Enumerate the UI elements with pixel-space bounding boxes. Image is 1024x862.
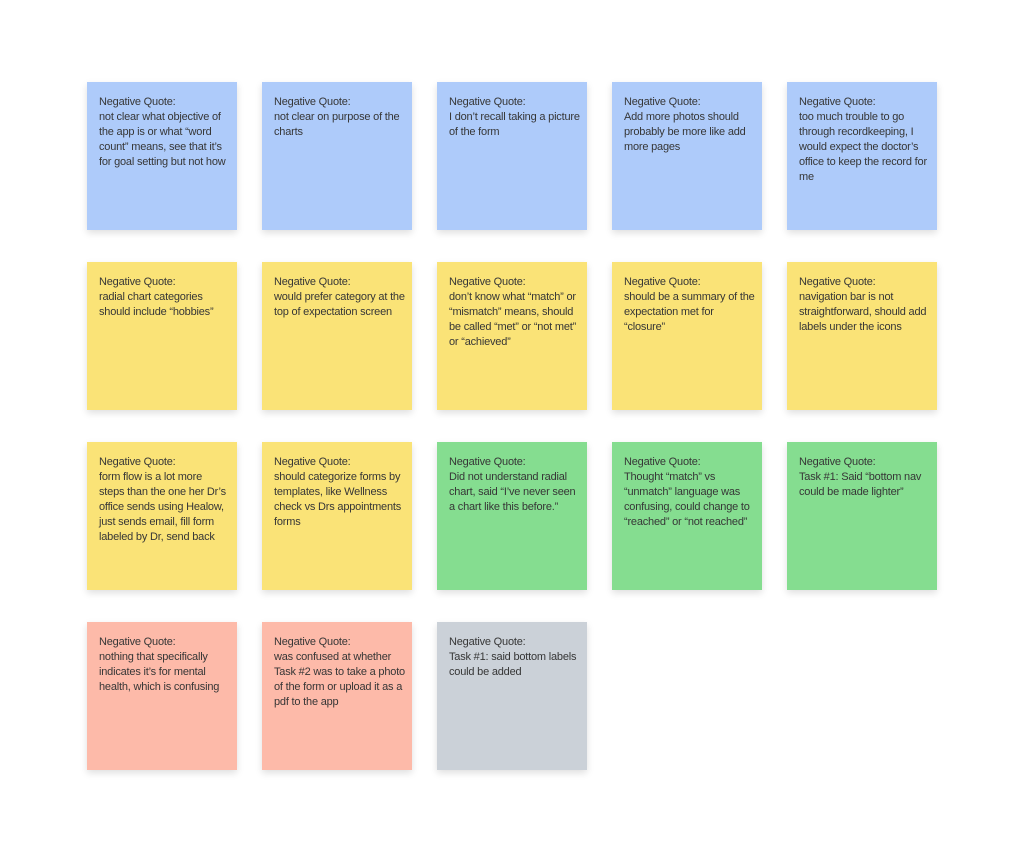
sticky-note[interactable]: Negative Quote: would prefer category at … <box>262 262 412 410</box>
note-title: Negative Quote: <box>799 456 876 468</box>
note-body: not clear on purpose of the charts <box>274 111 400 138</box>
note-body: should be a summary of the expectation m… <box>624 291 755 333</box>
note-title: Negative Quote: <box>99 636 176 648</box>
note-title: Negative Quote: <box>449 276 526 288</box>
note-title: Negative Quote: <box>624 96 701 108</box>
note-body: I don’t recall taking a picture of the f… <box>449 111 580 138</box>
sticky-note[interactable]: Negative Quote: should be a summary of th… <box>612 262 762 410</box>
note-body: Add more photos should probably be more … <box>624 111 746 153</box>
sticky-note[interactable]: Negative Quote: Task #1: Said “bottom nav… <box>787 442 937 590</box>
note-title: Negative Quote: <box>624 456 701 468</box>
note-body: Task #1: said bottom labels could be add… <box>449 651 577 678</box>
note-title: Negative Quote: <box>274 636 351 648</box>
note-body: Did not understand radial chart, said “I… <box>449 471 576 513</box>
note-title: Negative Quote: <box>449 96 526 108</box>
note-title: Negative Quote: <box>99 456 176 468</box>
note-body: radial chart categories should include “… <box>99 291 214 318</box>
note-title: Negative Quote: <box>99 96 176 108</box>
note-body: would prefer category at the top of expe… <box>274 291 405 318</box>
sticky-note[interactable]: Negative Quote: was confused at whether T… <box>262 622 412 770</box>
sticky-note[interactable]: Negative Quote: Thought “match” vs “unmat… <box>612 442 762 590</box>
note-title: Negative Quote: <box>274 96 351 108</box>
sticky-note[interactable]: Negative Quote: don’t know what “match” o… <box>437 262 587 410</box>
sticky-note[interactable]: Negative Quote: navigation bar is not str… <box>787 262 937 410</box>
sticky-note[interactable]: Negative Quote: Did not understand radial… <box>437 442 587 590</box>
note-body: too much trouble to go through recordkee… <box>799 111 927 183</box>
note-body: Task #1: Said “bottom nav could be made … <box>799 471 922 498</box>
note-body: Thought “match” vs “unmatch” language wa… <box>624 471 750 528</box>
note-title: Negative Quote: <box>449 636 526 648</box>
sticky-note[interactable]: Negative Quote: too much trouble to go th… <box>787 82 937 230</box>
note-body: not clear what objective of the app is o… <box>99 111 226 168</box>
sticky-note[interactable]: Negative Quote: nothing that specifically… <box>87 622 237 770</box>
sticky-note[interactable]: Negative Quote: Task #1: said bottom labe… <box>437 622 587 770</box>
note-title: Negative Quote: <box>99 276 176 288</box>
note-body: form flow is a lot more steps than the o… <box>99 471 226 543</box>
sticky-note[interactable]: Negative Quote: I don’t recall taking a p… <box>437 82 587 230</box>
sticky-note[interactable]: Negative Quote: should categorize forms b… <box>262 442 412 590</box>
sticky-note[interactable]: Negative Quote: form flow is a lot more s… <box>87 442 237 590</box>
note-title: Negative Quote: <box>624 276 701 288</box>
sticky-note[interactable]: Negative Quote: not clear on purpose of t… <box>262 82 412 230</box>
sticky-note[interactable]: Negative Quote: Add more photos should pr… <box>612 82 762 230</box>
note-title: Negative Quote: <box>274 456 351 468</box>
note-body: was confused at whether Task #2 was to t… <box>274 651 405 708</box>
note-body: nothing that specifically indicates it’s… <box>99 651 220 693</box>
note-title: Negative Quote: <box>274 276 351 288</box>
note-body: should categorize forms by templates, li… <box>274 471 402 528</box>
note-title: Negative Quote: <box>799 276 876 288</box>
sticky-note[interactable]: Negative Quote: not clear what objective … <box>87 82 237 230</box>
note-body: don’t know what “match” or “mismatch” me… <box>449 291 577 348</box>
note-title: Negative Quote: <box>799 96 876 108</box>
note-title: Negative Quote: <box>449 456 526 468</box>
sticky-note[interactable]: Negative Quote: radial chart categories s… <box>87 262 237 410</box>
note-body: navigation bar is not straightforward, s… <box>799 291 927 333</box>
